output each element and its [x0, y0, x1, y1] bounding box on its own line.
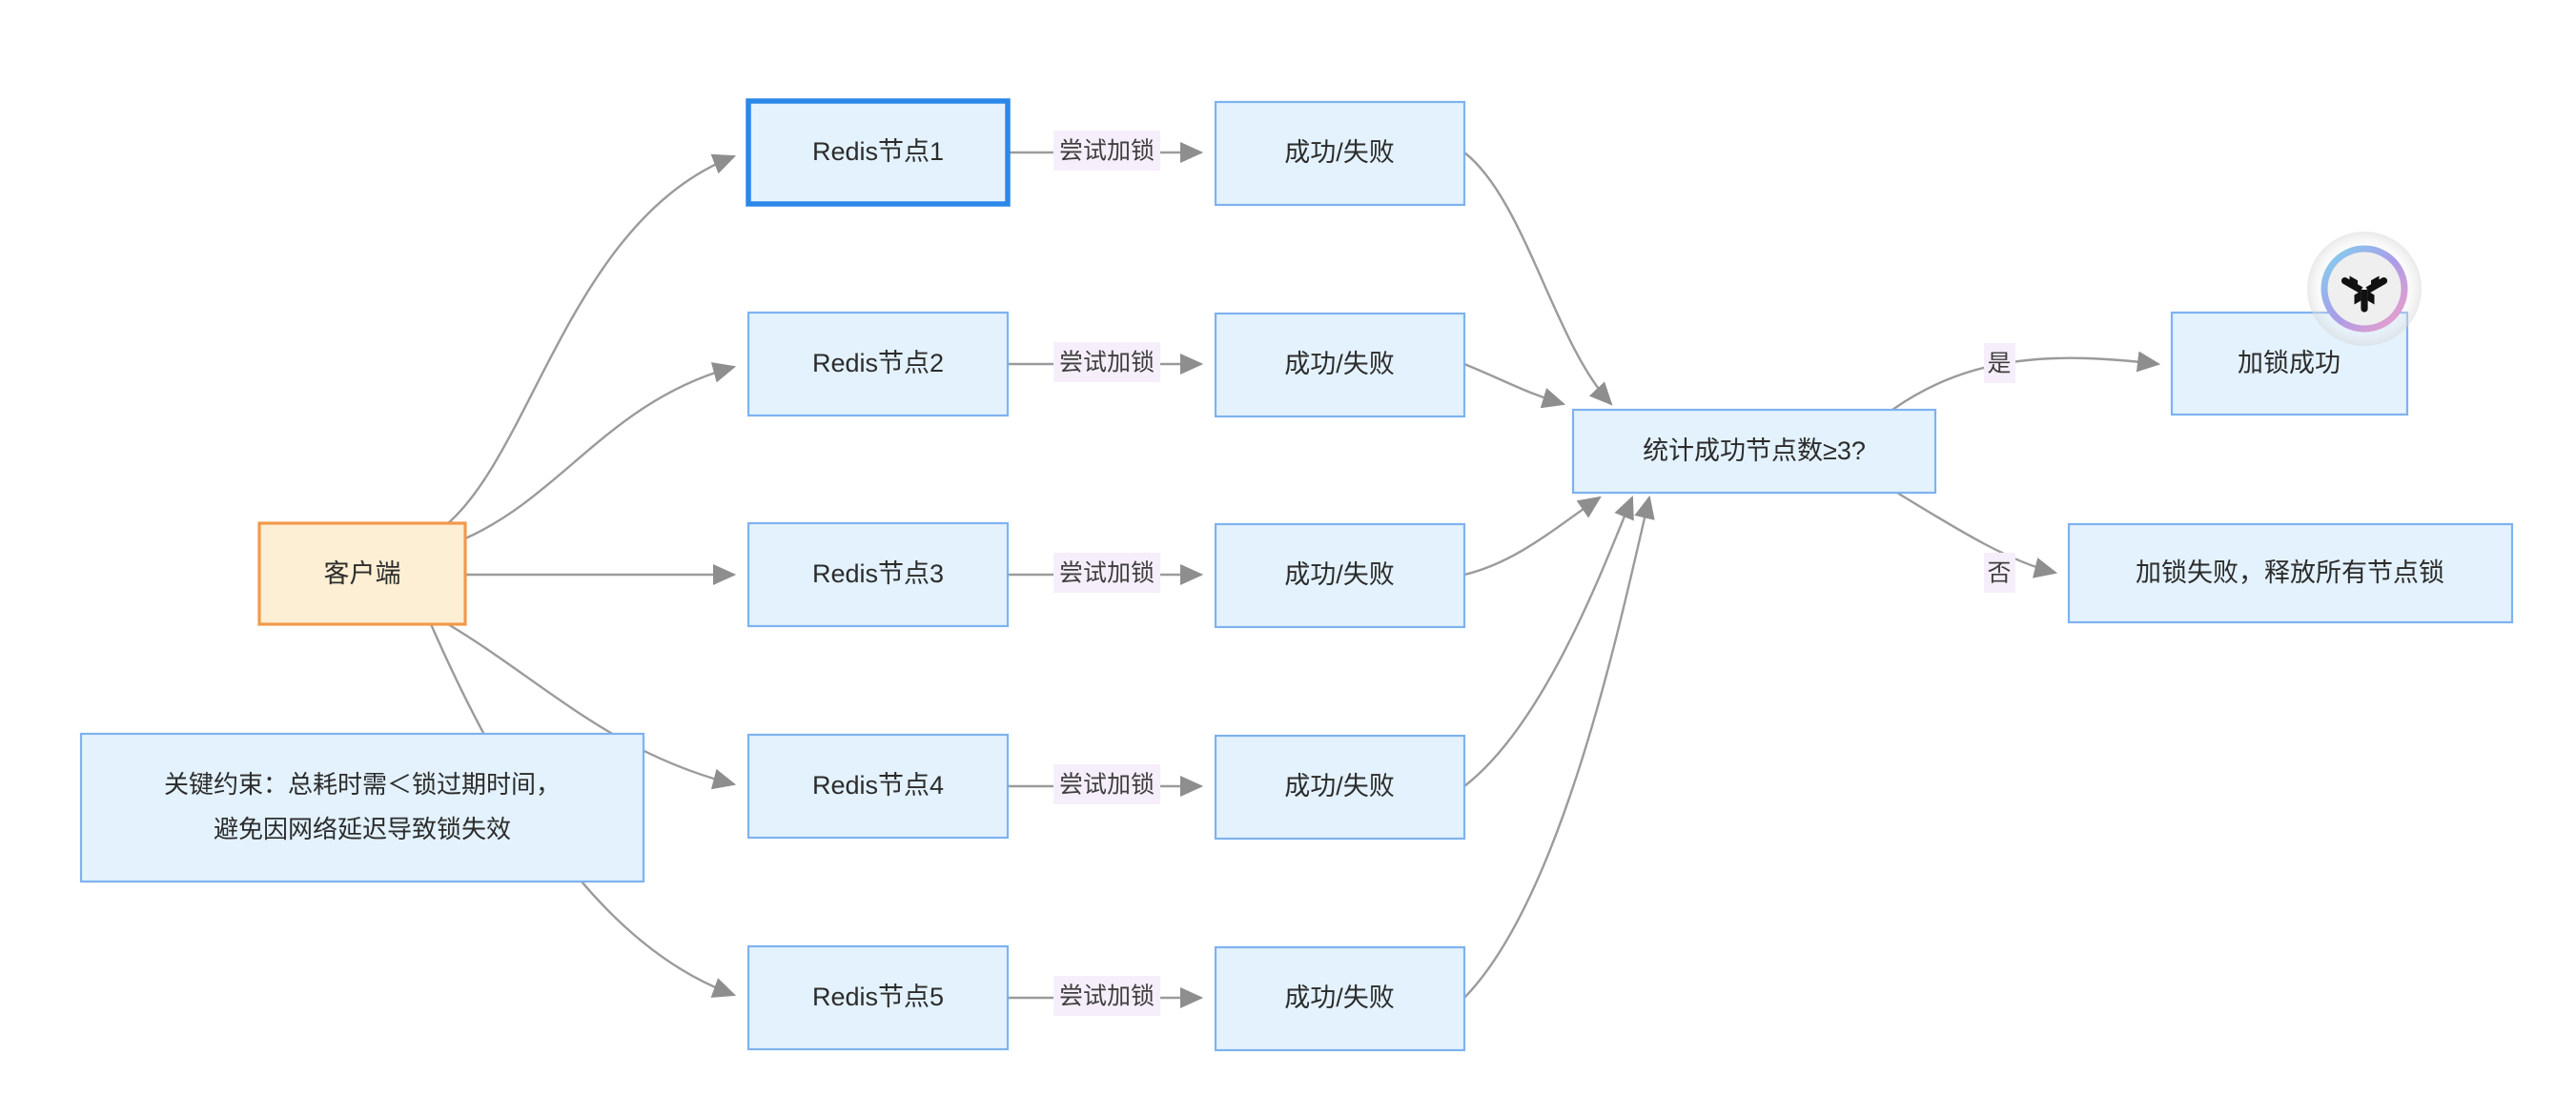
node-redis-5-label: Redis节点5 — [812, 983, 944, 1011]
node-result-2[interactable]: 成功/失败 — [1214, 312, 1466, 418]
edge-result4-to-decision — [1463, 495, 1634, 787]
node-redis-2-label: Redis节点2 — [812, 349, 944, 377]
node-result-5[interactable]: 成功/失败 — [1214, 945, 1466, 1052]
node-lock-failure[interactable]: 加锁失败，释放所有节点锁 — [2067, 522, 2514, 624]
nodes-layer: 客户端 关键约束：总耗时需＜锁过期时间， 避免因网络延迟导致锁失效 Redis节… — [79, 98, 2514, 1052]
edge-client-to-redis4 — [447, 622, 737, 790]
edge-result1-to-decision — [1463, 152, 1613, 406]
node-result-4[interactable]: 成功/失败 — [1214, 734, 1466, 841]
node-key-constraint-note[interactable]: 关键约束：总耗时需＜锁过期时间， 避免因网络延迟导致锁失效 — [79, 732, 645, 883]
edge-result3-to-decision — [1463, 496, 1602, 577]
edge-labels-layer: 尝试加锁 尝试加锁 尝试加锁 尝试加锁 尝试加锁 是 否 — [1053, 131, 2015, 1016]
node-redis-1[interactable]: Redis节点1 — [746, 98, 1011, 207]
edge-client-to-redis2 — [464, 362, 737, 540]
node-redis-4-label: Redis节点4 — [812, 771, 944, 800]
node-redis-3[interactable]: Redis节点3 — [746, 521, 1010, 628]
node-result-4-label: 成功/失败 — [1284, 772, 1395, 801]
node-lock-failure-label: 加锁失败，释放所有节点锁 — [2136, 558, 2444, 587]
edge-label-text: 尝试加锁 — [1059, 772, 1155, 799]
edge-label-text: 尝试加锁 — [1059, 138, 1155, 165]
edge-decision-to-failure — [1896, 491, 2058, 578]
node-decision-label: 统计成功节点数≥3? — [1643, 436, 1866, 465]
edge-label-try-lock-3: 尝试加锁 — [1053, 553, 1160, 593]
edge-label-try-lock-4: 尝试加锁 — [1053, 764, 1160, 804]
edge-result5-to-decision — [1463, 495, 1655, 999]
note-line-2: 避免因网络延迟导致锁失效 — [214, 815, 511, 843]
node-lock-success-label: 加锁成功 — [2238, 349, 2341, 377]
node-redis-3-label: Redis节点3 — [812, 559, 944, 588]
node-result-5-label: 成功/失败 — [1284, 983, 1395, 1012]
edge-label-no: 否 — [1984, 553, 2015, 593]
node-result-2-label: 成功/失败 — [1284, 350, 1395, 378]
node-redis-1-label: Redis节点1 — [812, 137, 944, 166]
node-redis-5[interactable]: Redis节点5 — [746, 944, 1010, 1051]
node-client-label: 客户端 — [324, 559, 401, 588]
edge-label-text: 尝试加锁 — [1059, 560, 1155, 587]
edge-label-text: 否 — [1987, 560, 2011, 587]
node-result-3[interactable]: 成功/失败 — [1214, 522, 1466, 629]
edge-decision-to-success — [1891, 351, 2161, 411]
edge-label-try-lock-5: 尝试加锁 — [1053, 976, 1160, 1016]
edge-label-text: 是 — [1987, 351, 2011, 377]
node-client[interactable]: 客户端 — [257, 521, 467, 626]
node-result-3-label: 成功/失败 — [1284, 560, 1395, 589]
node-redis-2[interactable]: Redis节点2 — [746, 311, 1010, 417]
edge-client-to-redis1 — [447, 153, 737, 524]
node-decision-quorum[interactable]: 统计成功节点数≥3? — [1571, 408, 1937, 495]
note-line-1: 关键约束：总耗时需＜锁过期时间， — [164, 770, 561, 799]
node-result-1[interactable]: 成功/失败 — [1214, 100, 1466, 207]
node-result-1-label: 成功/失败 — [1284, 138, 1395, 167]
edge-label-try-lock-1: 尝试加锁 — [1053, 131, 1160, 171]
tri-branch-icon — [2341, 275, 2388, 313]
app-logo-badge[interactable] — [2307, 232, 2422, 346]
edge-label-try-lock-2: 尝试加锁 — [1053, 342, 1160, 382]
edge-result2-to-decision — [1463, 362, 1566, 409]
edge-label-text: 尝试加锁 — [1059, 350, 1155, 376]
node-redis-4[interactable]: Redis节点4 — [746, 733, 1010, 840]
edge-label-text: 尝试加锁 — [1059, 983, 1155, 1010]
edge-label-yes: 是 — [1984, 343, 2015, 383]
